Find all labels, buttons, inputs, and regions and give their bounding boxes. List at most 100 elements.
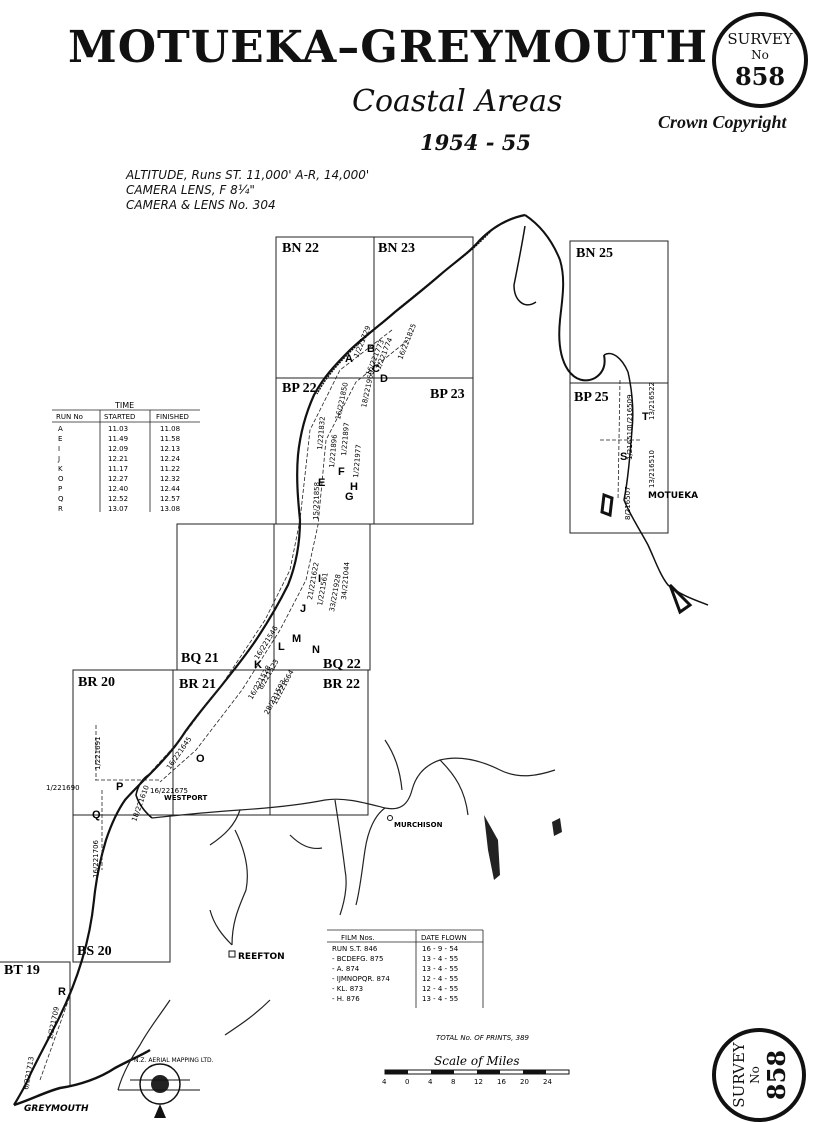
place-greymouth: GREYMOUTH — [24, 1104, 89, 1114]
place-motueka: MOTUEKA — [648, 491, 698, 501]
time-run-cell: K — [58, 465, 63, 473]
photo-label: 1/216509 — [626, 394, 634, 428]
film-header: DATE FLOWN — [421, 934, 467, 942]
sheet-label: BT 19 — [4, 963, 40, 978]
time-finished-cell: 12.32 — [160, 475, 180, 483]
time-run-cell: O — [58, 475, 64, 483]
run-letter: O — [196, 753, 205, 765]
photo-label: 16/221546 — [253, 624, 280, 661]
sheet-label: BP 22 — [282, 381, 317, 396]
lakes — [484, 815, 562, 880]
time-finished-cell: 11.08 — [160, 425, 180, 433]
time-run-cell: I — [58, 445, 60, 453]
film-date-cell: 12 - 4 - 55 — [422, 985, 458, 993]
camera-note: CAMERA & LENS No. 304 — [126, 198, 276, 212]
sheet-label: BR 22 — [323, 677, 360, 692]
photo-label: 15/221858 — [312, 482, 321, 520]
time-header: STARTED — [104, 413, 135, 421]
time-finished-cell: 12.24 — [160, 455, 181, 463]
run-letter: J — [300, 603, 306, 615]
time-started-cell: 12.40 — [108, 485, 128, 493]
scale-tick-label: 16 — [497, 1078, 506, 1086]
photo-label: 1/221691 — [94, 736, 102, 770]
sheet-label: BP 23 — [430, 387, 465, 402]
logo-text: N.Z. AERIAL MAPPING LTD. — [134, 1057, 214, 1064]
run-letter: H — [350, 481, 358, 493]
photo-label: 13/216522 — [648, 382, 656, 420]
photo-label: 1/221709 — [46, 1006, 61, 1040]
photo-label: 34/221044 — [340, 561, 351, 600]
flight-runs — [39, 329, 640, 1081]
time-finished-cell: 11.58 — [160, 435, 180, 443]
time-run-cell: A — [58, 425, 63, 433]
scale-tick-label: 12 — [474, 1078, 483, 1086]
time-started-cell: 12.52 — [108, 495, 128, 503]
photo-label: 1/221832 — [316, 416, 327, 450]
time-run-cell: Q — [58, 495, 64, 503]
sheet-label: BN 23 — [378, 241, 415, 256]
film-number-cell: - H. 876 — [332, 995, 360, 1003]
run-letters: A B C D E F G H I J K L M N O P Q R S T — [58, 343, 649, 998]
photo-label: 1/221690 — [46, 784, 80, 792]
photo-label: 11/221664 — [271, 668, 296, 706]
rivers — [117, 739, 556, 1091]
time-run-cell: E — [58, 435, 62, 443]
run-letter: C — [372, 363, 380, 375]
time-started-cell: 12.21 — [108, 455, 128, 463]
run-letter: D — [380, 373, 388, 385]
scale-tick-label: 20 — [520, 1078, 529, 1086]
nz-aerial-mapping-logo: N.Z. AERIAL MAPPING LTD. — [118, 1057, 214, 1118]
sheet-label: BQ 22 — [323, 657, 361, 672]
copyright-text: Crown Copyright — [658, 112, 787, 132]
run-letter: E — [318, 477, 325, 489]
murchison-marker — [387, 815, 393, 821]
run-letter: T — [642, 411, 649, 423]
run-letter: L — [278, 641, 285, 653]
run-letter: P — [116, 781, 123, 793]
sheet-label: BR 20 — [78, 675, 115, 690]
time-started-cell: 12.09 — [108, 445, 128, 453]
map-subtitle: Coastal Areas — [352, 84, 563, 119]
photo-label: 6/221713 — [22, 1056, 36, 1090]
time-started-cell: 11.17 — [108, 465, 128, 473]
time-started-cell: 11.49 — [108, 435, 128, 443]
place-westport: WESTPORT — [164, 794, 207, 802]
photo-label: 18/221960 — [360, 370, 376, 409]
photo-label: 16/221825 — [396, 323, 418, 361]
run-letter: R — [58, 986, 66, 998]
run-letter: I — [318, 573, 321, 585]
time-header: RUN No — [56, 413, 83, 421]
photo-label: 8/216507 — [624, 486, 632, 520]
sheet-label: BQ 21 — [181, 651, 219, 666]
time-started-cell: 12.27 — [108, 475, 128, 483]
time-run-cell: J — [57, 455, 60, 463]
film-date-cell: 13 - 4 - 55 — [422, 965, 458, 973]
sheet-labels: BN 22 BN 23 BN 25 BP 22 BP 23 BP 25 BQ 2… — [4, 241, 613, 978]
run-letter: M — [292, 633, 301, 645]
film-date-cell: 13 - 4 - 55 — [422, 995, 458, 1003]
sheet-label: BN 22 — [282, 241, 319, 256]
time-started-cell: 11.03 — [108, 425, 128, 433]
time-finished-cell: 13.08 — [160, 505, 180, 513]
film-date-cell: 13 - 4 - 55 — [422, 955, 458, 963]
seal-no-text: No — [751, 48, 769, 62]
sheet-label: BP 25 — [574, 390, 609, 405]
time-finished-cell: 12.44 — [160, 485, 181, 493]
time-finished-cell: 12.13 — [160, 445, 180, 453]
scale-tick-label: 24 — [543, 1078, 552, 1086]
flight-notes: ALTITUDE, Runs ST. 11,000' A-R, 14,000' … — [126, 168, 369, 213]
run-letter: G — [345, 491, 354, 503]
scale-tick-label: 0 — [405, 1078, 409, 1086]
photo-label: 1/221897 — [340, 422, 351, 456]
time-title: TIME — [114, 401, 134, 410]
photo-label: 16/221675 — [150, 787, 188, 795]
photo-label: 1/221977 — [352, 444, 363, 478]
seal-survey-text: SURVEY — [727, 30, 793, 48]
run-letter: A — [345, 353, 353, 365]
time-header: FINISHED — [156, 413, 189, 421]
map-years: 1954 - 55 — [420, 130, 532, 155]
place-reefton: REEFTON — [238, 952, 285, 962]
time-table: TIME RUN No STARTED FINISHED A 11.03 11.08… — [52, 401, 200, 513]
